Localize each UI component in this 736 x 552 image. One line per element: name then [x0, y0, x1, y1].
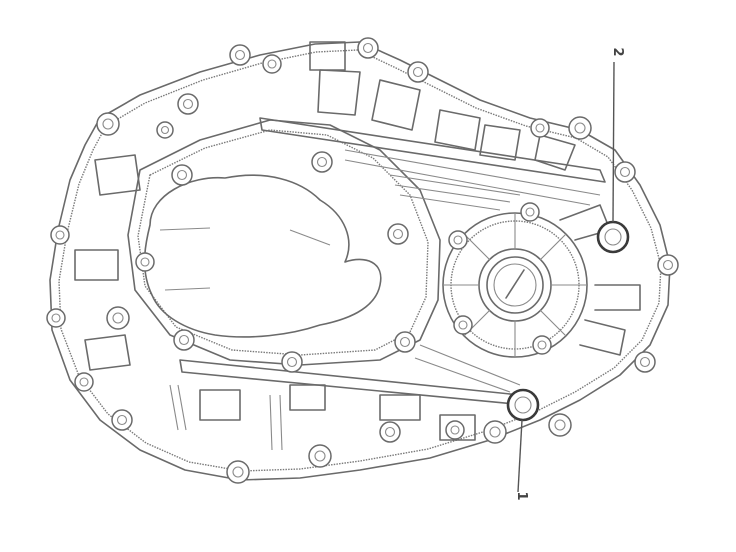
bolt-bosses [46, 37, 679, 484]
top-block-1 [309, 41, 346, 71]
left-block-2 [74, 249, 119, 281]
bottom-block-3 [379, 394, 421, 421]
top-block-4 [434, 109, 481, 151]
inner-flange [127, 119, 441, 366]
lower-rib-2 [414, 344, 521, 393]
right-tab-1 [594, 284, 641, 311]
upper-rib-3 [344, 159, 591, 206]
bottom-pin-2 [169, 384, 187, 431]
callout-1-marker [506, 388, 540, 493]
right-tab-3 [559, 204, 611, 241]
top-block-3 [371, 79, 421, 131]
bearing-housing [442, 212, 588, 358]
inner-flange-dotted [137, 129, 429, 356]
left-block-3 [84, 334, 131, 371]
top-block-5 [479, 124, 521, 161]
upper-rib-2 [344, 149, 601, 196]
top-block-2 [317, 69, 361, 116]
upper-slots [389, 174, 521, 211]
callout-2-label: 2 [610, 47, 625, 56]
housing-outer-outline [49, 41, 671, 481]
bottom-pin-1 [269, 394, 283, 451]
upper-rib [259, 117, 606, 183]
bottom-block-4 [439, 414, 476, 441]
left-block-1 [94, 154, 141, 196]
bottom-block-2 [289, 384, 326, 411]
clutch-cavity [143, 174, 382, 338]
cavity-rib-2 [164, 287, 211, 291]
callout-2-marker [596, 61, 630, 254]
cavity-rib-3 [289, 229, 331, 246]
cavity-rib-1 [159, 227, 211, 231]
bottom-block-1 [199, 389, 241, 421]
right-tab-2 [579, 319, 626, 356]
callout-1-label: 1 [514, 491, 529, 500]
top-block-6 [534, 134, 576, 171]
